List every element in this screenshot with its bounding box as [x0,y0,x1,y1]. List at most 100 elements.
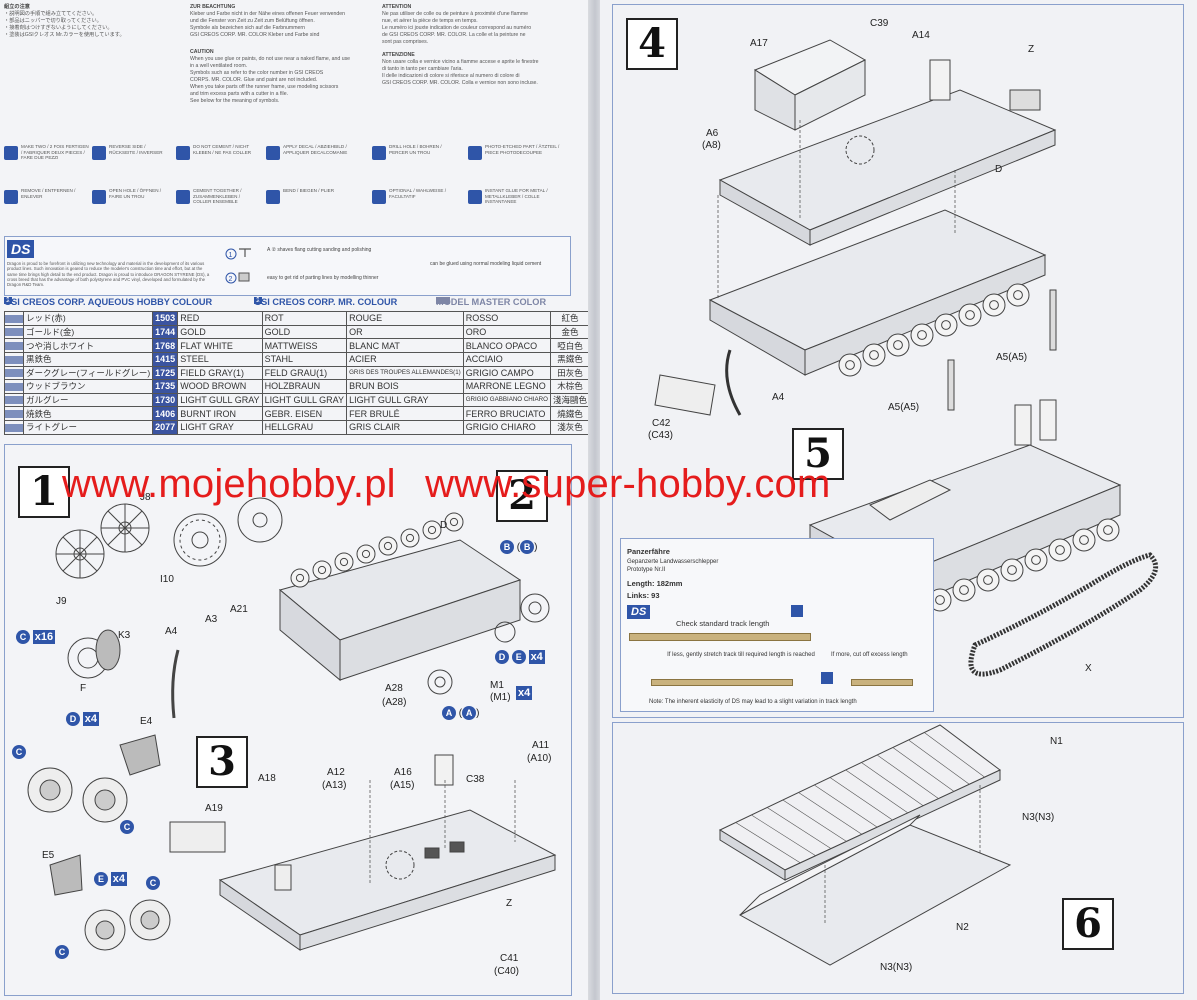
paint-callout-c-1: C [12,745,26,759]
vehicle-subtitle: Gepanzerte Landwasserschlepper [627,559,719,565]
step-4-number: 4 [626,18,678,70]
label-j9: J9 [56,596,67,607]
paint-callout-c-2: C [120,820,134,834]
paint-fr-name: LIGHT GULL GRAY [346,392,464,408]
paint-jp-name: ガルグレー [22,392,154,408]
remove-icon [4,190,18,204]
road-wheel-hub [296,574,303,581]
label-a15: (A15) [390,780,415,791]
paint-number: 1725 [152,365,179,381]
paint-callout-e-x4: E x4 [94,872,128,886]
paint-fr-name: BLANC MAT [346,338,464,353]
label-n3-right: N3(N3) [1022,812,1055,823]
paint-en-name: RED [177,311,263,326]
do-not-cement-icon [176,146,190,160]
label-z: Z [506,898,513,909]
paint-en-name: LIGHT GRAY [177,420,263,435]
paint-callout-a: A (A) [442,706,479,720]
label-a4: A4 [165,626,178,637]
grate-bar [736,823,801,863]
label-a17: A17 [750,38,768,49]
track-links: Links: 93 [627,591,660,600]
step-2-number: 2 [496,470,548,522]
paint-it-name: GRIGIO CAMPO [462,365,551,381]
road-wheel-hub [1056,546,1065,555]
grate-bar [893,748,954,792]
grate-bar [799,793,862,835]
road-wheel-hub [362,550,369,557]
label-m1: M1 [490,680,504,691]
paint-callout-c: C x16 [16,630,56,644]
paint-fr-name: ACIER [346,351,464,367]
paint-en-name: BURNT IRON [177,406,263,421]
mm-chip [436,297,450,304]
label-a10: (A10) [527,753,552,764]
paint-swatch-icon [4,338,24,353]
ds-logo-small: DS [627,605,651,619]
paint-cn-name: 田灰色 [549,365,591,381]
road-wheel-hub [384,542,391,549]
label-a6: A6 [706,128,719,139]
step-1-number: 1 [18,466,70,518]
ds-note-thinner: easy to get rid of parting lines by mode… [267,275,379,281]
label-a3: A3 [205,614,218,625]
track-sample-bar [629,633,811,641]
step-6-number: 6 [1062,898,1114,950]
paint-it-name: BLANCO OPACO [462,338,551,353]
instant-glue-icon [468,190,482,204]
paint-fr-name: ROUGE [346,311,464,326]
elasticity-note: Note: The inherent elasticity of DS may … [649,699,857,705]
road-wheel-hub [1008,566,1017,575]
paint-number: 1744 [152,324,179,340]
ds-logo: DS [7,240,35,258]
label-e5: E5 [42,850,55,861]
paint-jp-name: レッド(赤) [22,311,154,326]
road-wheel-hub [428,526,435,533]
road-wheel-hub [990,301,999,310]
paint-en-name: FIELD GRAY(1) [177,365,263,381]
grate-bar [751,815,815,856]
aqueous-chip: 1 [4,297,12,304]
road-wheel-hub [846,361,855,370]
paint-jp-name: ゴールド(金) [22,324,154,340]
label-c43: (C43) [648,430,674,441]
label-j8: J8 [140,492,151,503]
paint-swatch-icon [4,406,24,421]
wheel-subassembly-drawing [10,705,180,955]
step-3-deck-drawing [170,770,560,970]
paint-jp-name: 黒鉄色 [22,351,154,367]
paint-callout-c-4: C [55,945,69,959]
grate-bar [846,770,908,813]
decal-icon [266,146,280,160]
label-a18: A18 [258,773,276,784]
label-z4: Z [1028,44,1035,55]
cut-bar [851,679,913,686]
label-d: D [440,520,448,531]
grate-bar [877,755,938,799]
watermark: www.mojehobby.pl www.super-hobby.com [62,462,849,507]
paint-it-name: FERRO BRUCIATO [462,406,551,421]
paint-en-name: WOOD BROWN [177,379,263,394]
step-4-drawing [700,20,1070,420]
grate-bar [830,778,893,821]
grate-bar [767,808,831,849]
symbol-legend: MAKE TWO / 2 FOIS FERTIGEN / FABRIQUER D… [4,142,569,234]
paint-de-name: MATTWEISS [261,338,348,353]
label-c38: C38 [466,774,485,785]
track-info-box: Panzerfähre Gepanzerte Landwasserschlepp… [620,538,934,712]
label-a28: A28 [385,683,403,694]
paint-callout-b: B (B) [500,540,537,554]
steps-1-3-frame [4,444,572,996]
label-x: X [1085,663,1092,674]
paint-cn-name: 黑鐵色 [549,351,591,367]
paint-callout-de: D E x4 [495,650,545,664]
paint-jp-name: 焼鉄色 [22,406,154,421]
paint-de-name: GEBR. EISEN [261,406,348,421]
label-a12: A12 [327,767,345,778]
label-a28b: (A28) [382,697,407,708]
